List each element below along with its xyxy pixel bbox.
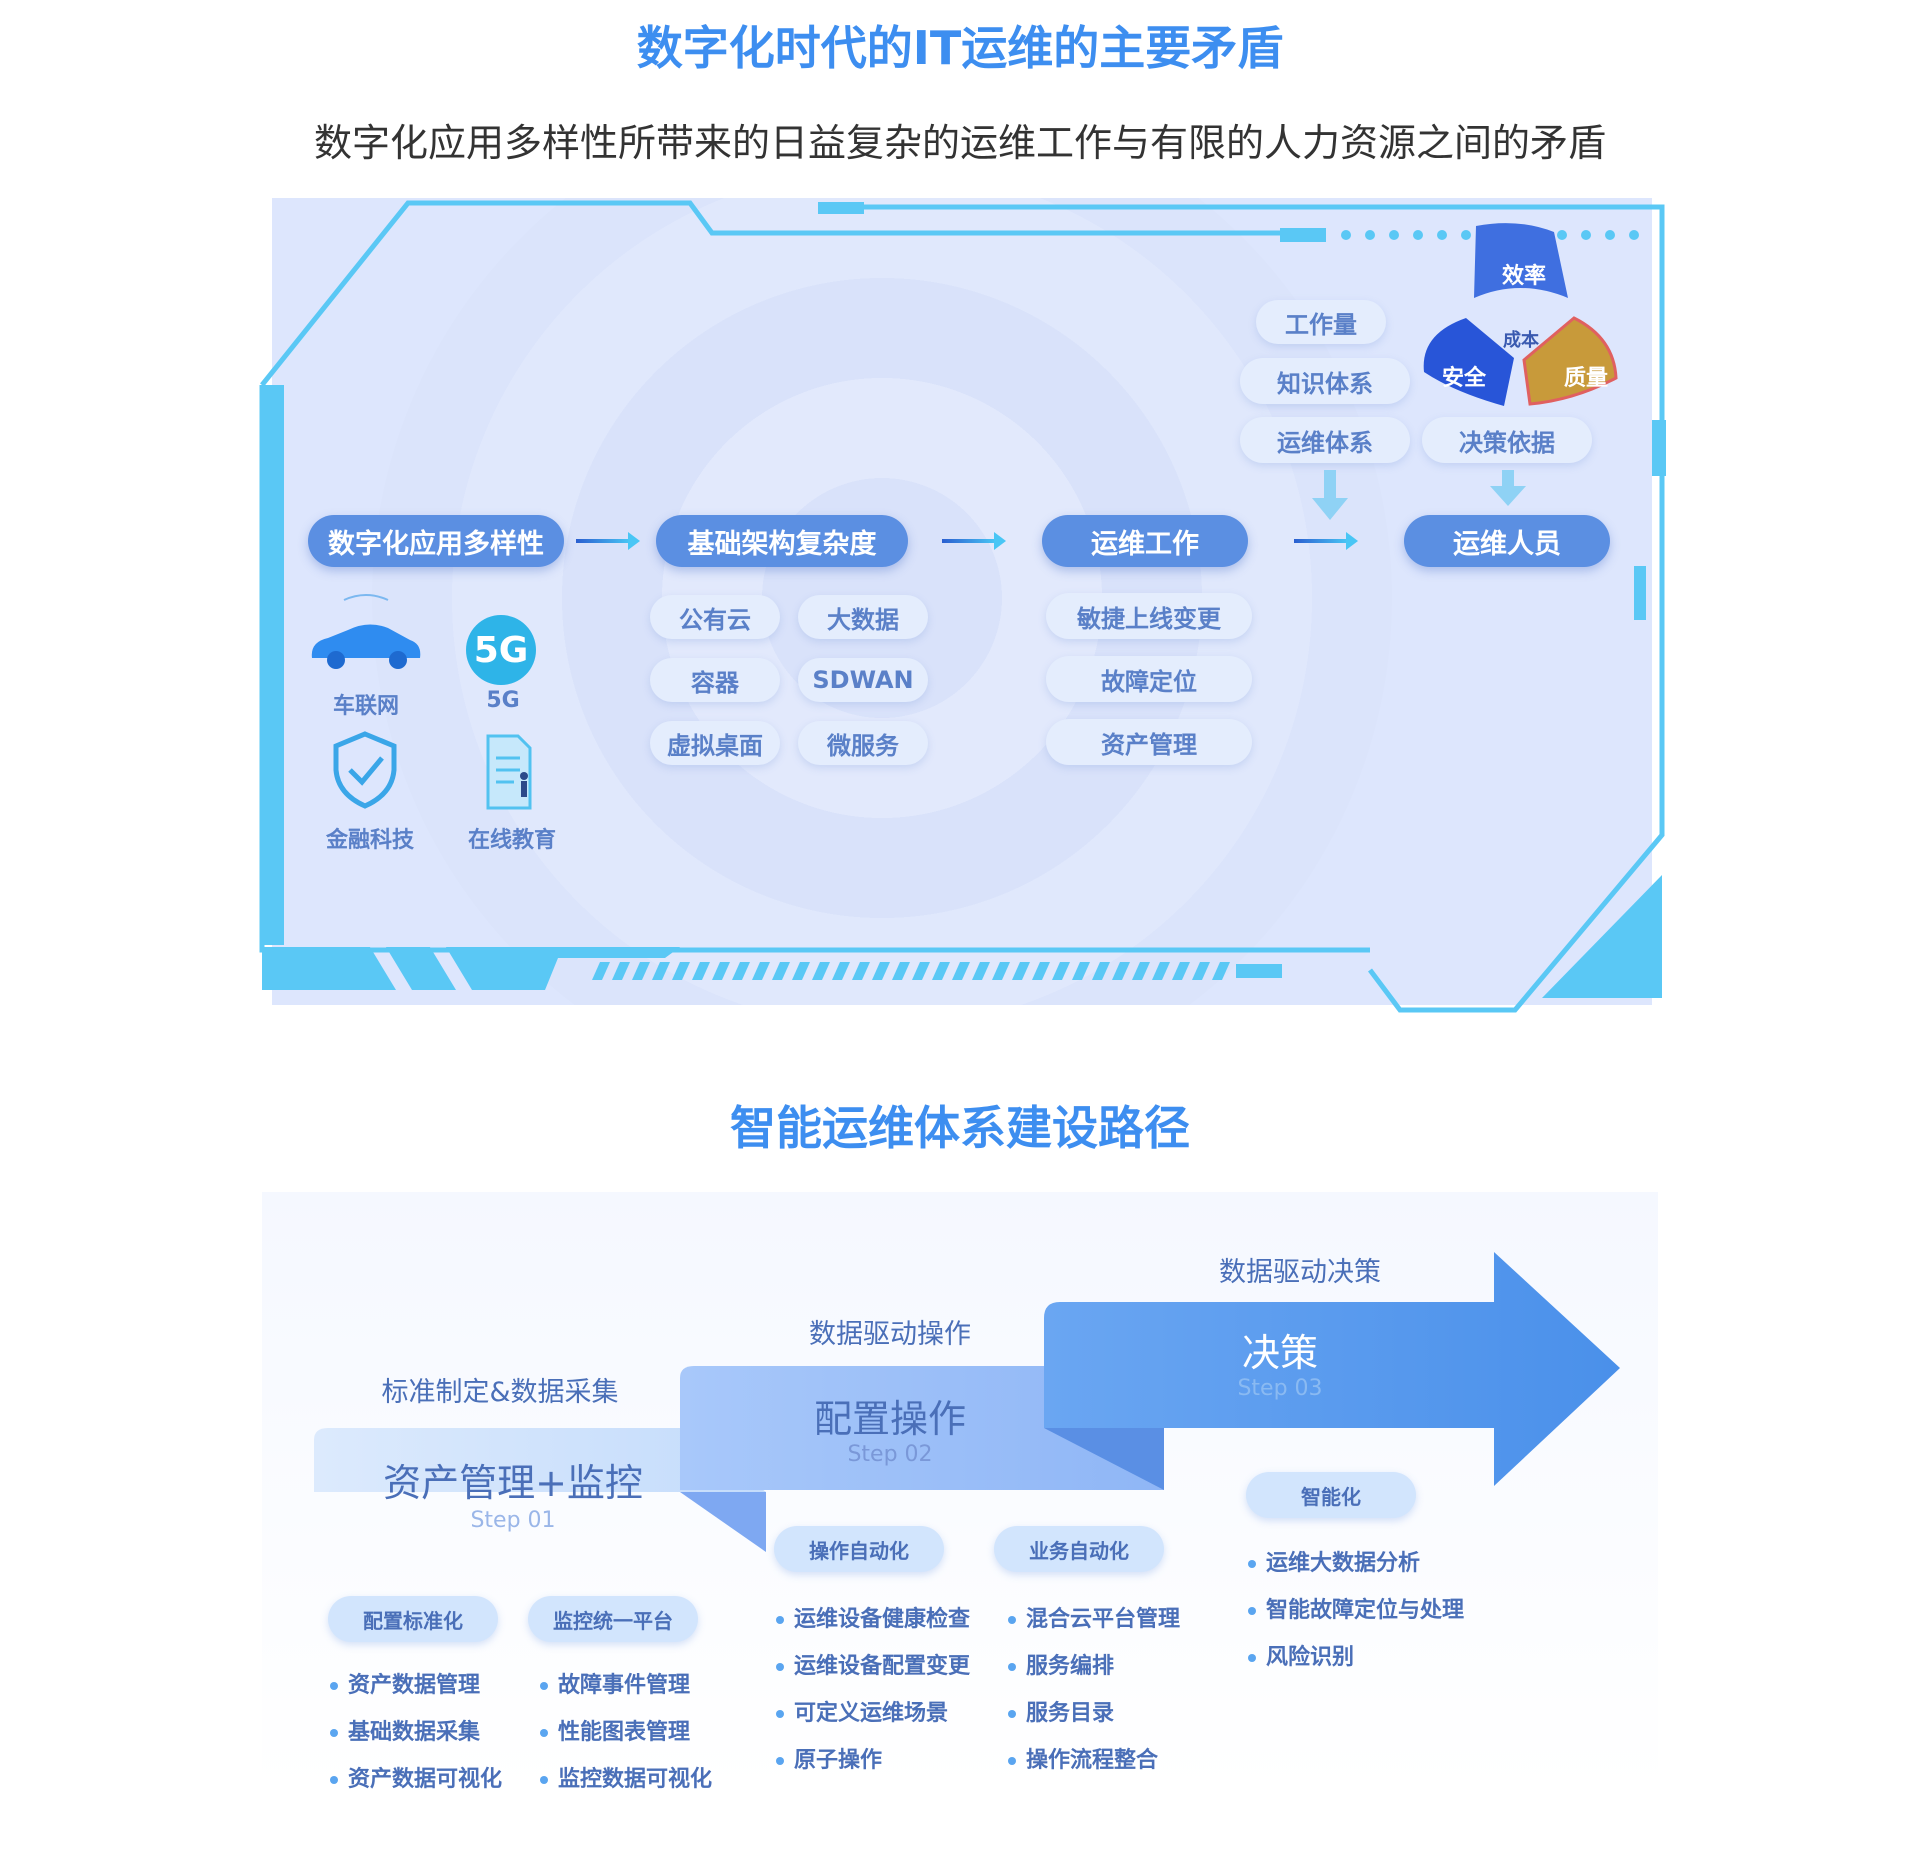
tag-config-standardization: 配置标准化 — [328, 1596, 498, 1642]
shield-check-icon — [333, 731, 397, 809]
infra-sdwan: SDWAN — [798, 658, 928, 702]
infra-big-data: 大数据 — [798, 595, 928, 639]
flow-node-app-diversity: 数字化应用多样性 — [308, 515, 564, 567]
car-icon — [311, 594, 421, 669]
list-config-standardization: 资产数据管理 基础数据采集 资产数据可视化 — [330, 1662, 502, 1803]
step2-caption: 数据驱动操作 — [809, 1319, 971, 1350]
step2-name: 配置操作 — [813, 1397, 966, 1441]
infra-container: 容器 — [650, 658, 780, 702]
tag-intelligence: 智能化 — [1246, 1472, 1416, 1518]
document-person-icon — [486, 734, 532, 810]
flow-node-ops-work: 运维工作 — [1042, 515, 1248, 567]
ops-asset-mgmt: 资产管理 — [1046, 719, 1252, 765]
ops-agile-release: 敏捷上线变更 — [1046, 593, 1252, 639]
list-item: 基础数据采集 — [330, 1709, 502, 1756]
list-item: 服务目录 — [1008, 1690, 1180, 1737]
contradiction-diagram — [272, 198, 1652, 1005]
infra-virtual-desktop: 虚拟桌面 — [650, 721, 780, 765]
step1-caption: 标准制定&数据采集 — [381, 1377, 619, 1408]
down-arrow-icon — [1312, 470, 1348, 520]
step1-tag: Step 01 — [470, 1508, 556, 1533]
triangle-diagram — [1423, 223, 1618, 406]
tag-ops-automation: 操作自动化 — [774, 1526, 944, 1572]
input-ops-system: 运维体系 — [1240, 417, 1410, 463]
step3-tag: Step 03 — [1237, 1376, 1323, 1401]
list-item: 可定义运维场景 — [776, 1690, 970, 1737]
app-label-5g: 5G — [486, 688, 520, 713]
list-ops-automation: 运维设备健康检查 运维设备配置变更 可定义运维场景 原子操作 — [776, 1596, 970, 1784]
step1-name: 资产管理+监控 — [383, 1461, 643, 1505]
input-knowledge: 知识体系 — [1240, 358, 1410, 404]
list-item: 资产数据管理 — [330, 1662, 502, 1709]
tag-business-automation: 业务自动化 — [994, 1526, 1164, 1572]
down-arrow-icon — [1490, 470, 1526, 506]
section2-title: 智能运维体系建设路径 — [730, 1101, 1190, 1155]
list-item: 资产数据可视化 — [330, 1756, 502, 1803]
step3-name: 决策 — [1241, 1331, 1318, 1375]
list-item: 运维设备健康检查 — [776, 1596, 970, 1643]
triangle-cost: 成本 — [1503, 330, 1539, 351]
list-item: 服务编排 — [1008, 1643, 1180, 1690]
section1-title: 数字化时代的IT运维的主要矛盾 — [636, 21, 1284, 75]
input-decision-basis: 决策依据 — [1422, 417, 1592, 463]
app-label-online-edu: 在线教育 — [467, 828, 556, 853]
step2-tag: Step 02 — [847, 1442, 933, 1467]
list-business-automation: 混合云平台管理 服务编排 服务目录 操作流程整合 — [1008, 1596, 1180, 1784]
list-item: 智能故障定位与处理 — [1248, 1587, 1464, 1634]
flow-node-ops-staff: 运维人员 — [1404, 515, 1610, 567]
list-item: 运维大数据分析 — [1248, 1540, 1464, 1587]
infra-public-cloud: 公有云 — [650, 595, 780, 639]
list-item: 性能图表管理 — [540, 1709, 712, 1756]
triangle-security: 安全 — [1441, 366, 1486, 391]
5g-icon: 5G — [466, 615, 536, 685]
infra-microservice: 微服务 — [798, 721, 928, 765]
list-item: 混合云平台管理 — [1008, 1596, 1180, 1643]
list-item: 风险识别 — [1248, 1634, 1464, 1681]
app-label-iov: 车联网 — [332, 694, 399, 719]
flow-arrow-2 — [942, 532, 1006, 550]
input-workload: 工作量 — [1256, 300, 1386, 344]
ops-fault-location: 故障定位 — [1046, 656, 1252, 702]
list-unified-monitoring: 故障事件管理 性能图表管理 监控数据可视化 — [540, 1662, 712, 1803]
list-item: 监控数据可视化 — [540, 1756, 712, 1803]
triangle-efficiency: 效率 — [1501, 264, 1546, 289]
step3-caption: 数据驱动决策 — [1219, 1257, 1381, 1288]
list-item: 运维设备配置变更 — [776, 1643, 970, 1690]
list-intelligence: 运维大数据分析 智能故障定位与处理 风险识别 — [1248, 1540, 1464, 1681]
flow-arrow-3 — [1294, 532, 1358, 550]
list-item: 操作流程整合 — [1008, 1737, 1180, 1784]
app-label-fintech: 金融科技 — [325, 828, 414, 853]
tag-unified-monitoring: 监控统一平台 — [528, 1596, 698, 1642]
list-item: 原子操作 — [776, 1737, 970, 1784]
list-item: 故障事件管理 — [540, 1662, 712, 1709]
triangle-quality: 质量 — [1563, 366, 1608, 391]
flow-arrow-1 — [576, 532, 640, 550]
section1-subtitle: 数字化应用多样性所带来的日益复杂的运维工作与有限的人力资源之间的矛盾 — [313, 121, 1606, 165]
flow-node-infra-complexity: 基础架构复杂度 — [656, 515, 908, 567]
